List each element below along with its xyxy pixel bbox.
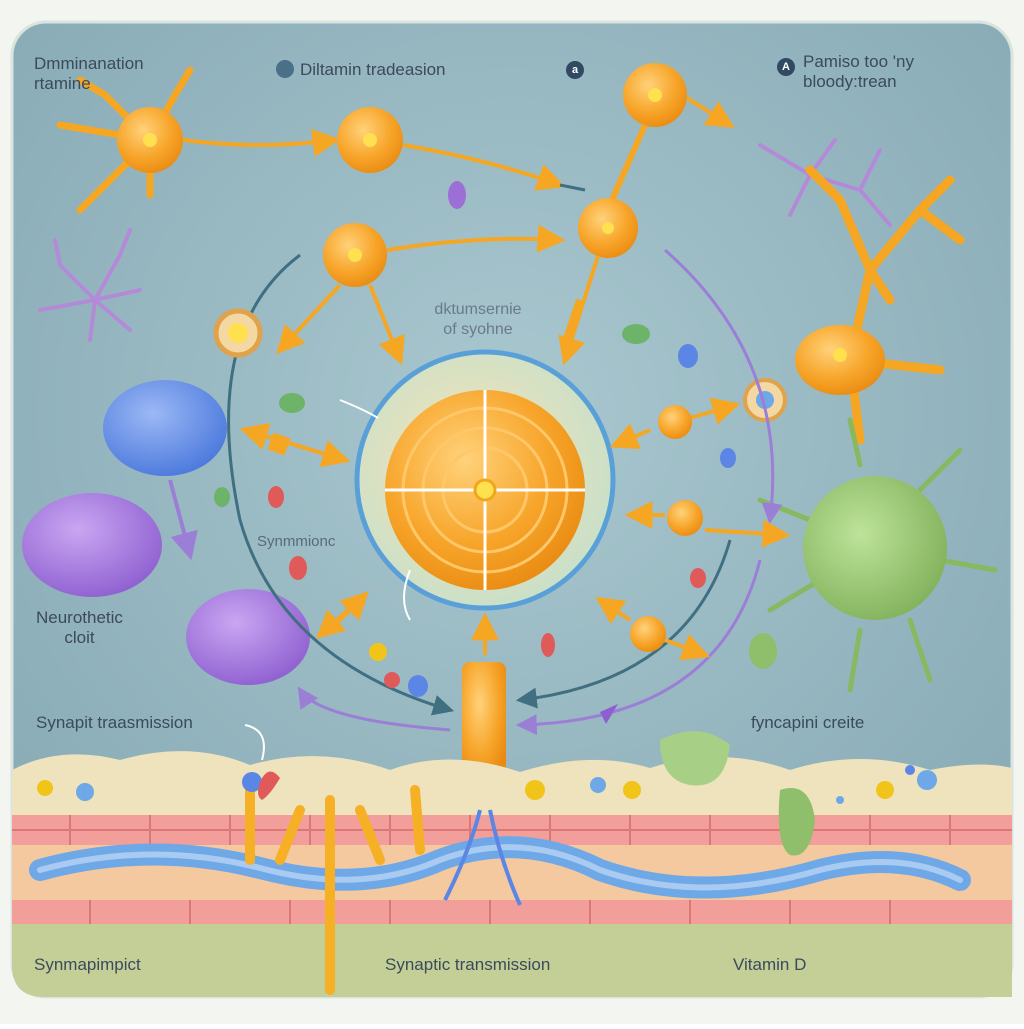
label-center: dktumsernie of syohne (434, 301, 522, 338)
membrane-layer (12, 731, 1012, 997)
label-synapse-create: fyncapini creite (751, 713, 865, 732)
label-neuro-cleft: Neurothetic cloit (36, 608, 123, 647)
label-synapse-trans-left: Synapit traasmission (36, 713, 193, 732)
disc-arrows (213, 298, 791, 661)
label-bottom-center: Synaptic transmission (385, 955, 551, 974)
label-synapse-left: Synmmionc (257, 533, 336, 550)
label-bottom-left: Synmapimpict (34, 955, 141, 974)
info-badge (276, 60, 294, 78)
green-cell (757, 417, 998, 693)
badge-a-lower: a (566, 61, 584, 79)
label-top-center: Diltamin tradeasion (300, 60, 446, 79)
label-top-left: Dmminanation rtamine (34, 54, 144, 93)
central-synapse (354, 349, 616, 611)
callout-line (339, 399, 379, 419)
right-neuron (743, 165, 965, 445)
badge-a-upper: A (777, 58, 795, 76)
callout-line (403, 569, 411, 621)
left-dendrite (38, 228, 142, 342)
top-neuron-chain (56, 63, 735, 366)
label-bottom-right: Vitamin D (733, 955, 807, 974)
purple-cell (22, 493, 162, 597)
blue-cell (103, 380, 227, 476)
label-top-right: Pamiso too 'ny bloody:trean (803, 52, 914, 91)
callout-line (244, 724, 265, 761)
purple-cell (186, 589, 310, 685)
molecules (214, 181, 777, 724)
